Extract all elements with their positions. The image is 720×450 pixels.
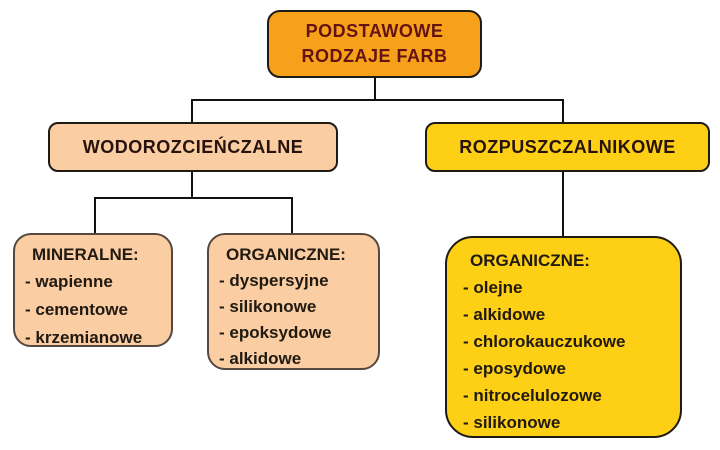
branch-node-rozpuszczalnikowe: ROZPUSZCZALNIKOWE [425, 122, 710, 172]
leaf-node-organiczne-rozpuszczalnikowe: ORGANICZNE: - olejne - alkidowe - chloro… [445, 236, 682, 438]
list-item: - chlorokauczukowe [463, 332, 626, 351]
leaf-heading-organiczne: ORGANICZNE: [226, 245, 346, 264]
connector-mid-horizontal [94, 197, 293, 199]
list-item: - eposydowe [463, 359, 566, 378]
leaf-heading-mineralne: MINERALNE: [32, 245, 139, 264]
root-title-line-2: RODZAJE FARB [301, 46, 448, 66]
leaf-node-organiczne-wodne: ORGANICZNE: - dyspersyjne - silikonowe -… [207, 233, 380, 370]
branch-node-wodorozcienczalne: WODOROZCIEŃCZALNE [48, 122, 338, 172]
root-title-line-1: PODSTAWOWE [305, 21, 444, 41]
connector-root-stem [374, 78, 376, 101]
list-item: - alkidowe [219, 349, 302, 368]
connector-mineralne-drop [94, 199, 96, 233]
list-item: - silikonowe [463, 413, 561, 432]
branch-label-rozpuszczalnikowe: ROZPUSZCZALNIKOWE [459, 136, 676, 157]
list-item: - cementowe [25, 300, 128, 319]
list-item: - silikonowe [219, 297, 317, 316]
root-node-podstawowe-rodzaje-farb: PODSTAWOWE RODZAJE FARB [267, 10, 482, 78]
branch-label-wodorozcienczalne: WODOROZCIEŃCZALNE [82, 136, 304, 157]
list-item: - epoksydowe [219, 323, 332, 342]
connector-rozpuszczalnikowe-drop [562, 172, 564, 238]
list-item: - alkidowe [463, 305, 546, 324]
connector-organiczne-left-drop [291, 199, 293, 233]
connector-top-horizontal [191, 99, 564, 101]
list-item: - wapienne [25, 272, 113, 291]
connector-wodoro-stem [191, 172, 193, 199]
leaf-node-mineralne: MINERALNE: - wapienne - cementowe - krze… [13, 233, 173, 347]
leaf-heading-organiczne: ORGANICZNE: [470, 251, 590, 270]
connector-right-branch-drop [562, 99, 564, 124]
list-item: - nitrocelulozowe [463, 386, 602, 405]
list-item: - krzemianowe [25, 328, 143, 347]
list-item: - olejne [463, 278, 523, 297]
list-item: - dyspersyjne [219, 271, 329, 290]
connector-left-branch-drop [191, 99, 193, 124]
